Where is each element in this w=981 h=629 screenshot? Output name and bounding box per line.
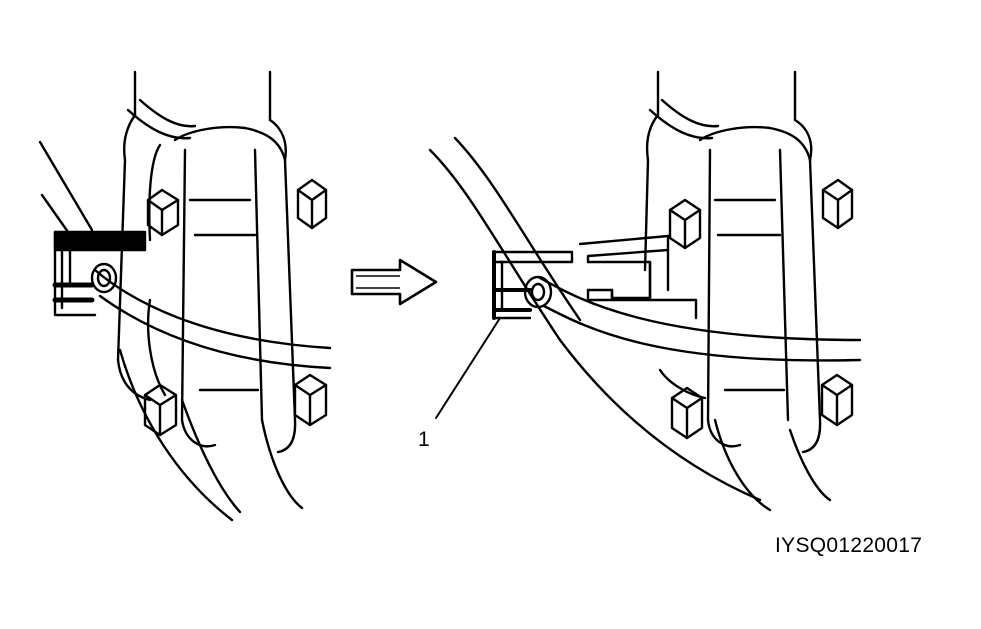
left-lower-bolt-left xyxy=(143,383,178,437)
callout-number: 1 xyxy=(418,428,430,451)
left-leader-lines xyxy=(38,140,94,234)
left-hose-fitting xyxy=(90,262,118,294)
right-lower-bolt-right xyxy=(820,373,854,427)
right-hose-clip xyxy=(492,250,574,320)
figure-code: IYSQ01220017 xyxy=(775,534,923,557)
right-upper-bolt-right xyxy=(821,178,854,230)
right-upper-bolt-left xyxy=(668,198,702,250)
right-strut-tube xyxy=(645,70,813,162)
left-strut-tube xyxy=(123,70,287,162)
right-hose-fitting xyxy=(523,275,553,309)
left-upper-bolt-left xyxy=(146,188,180,237)
left-hose-clip xyxy=(52,230,147,317)
right-rotor-lines xyxy=(428,136,832,512)
left-rotor-lines xyxy=(118,348,304,522)
right-arrow-icon xyxy=(350,258,438,306)
left-upper-bolt-right xyxy=(296,178,328,230)
right-knuckle-bracket xyxy=(643,125,822,454)
left-view xyxy=(38,70,332,522)
right-lower-bolt-left xyxy=(670,386,704,440)
right-brake-hose xyxy=(538,276,862,362)
right-hose-bracket xyxy=(578,234,698,320)
left-lower-bolt-right xyxy=(293,373,328,427)
right-view xyxy=(428,70,862,512)
left-brake-hose xyxy=(93,268,332,370)
callout-1-leader xyxy=(435,317,501,419)
